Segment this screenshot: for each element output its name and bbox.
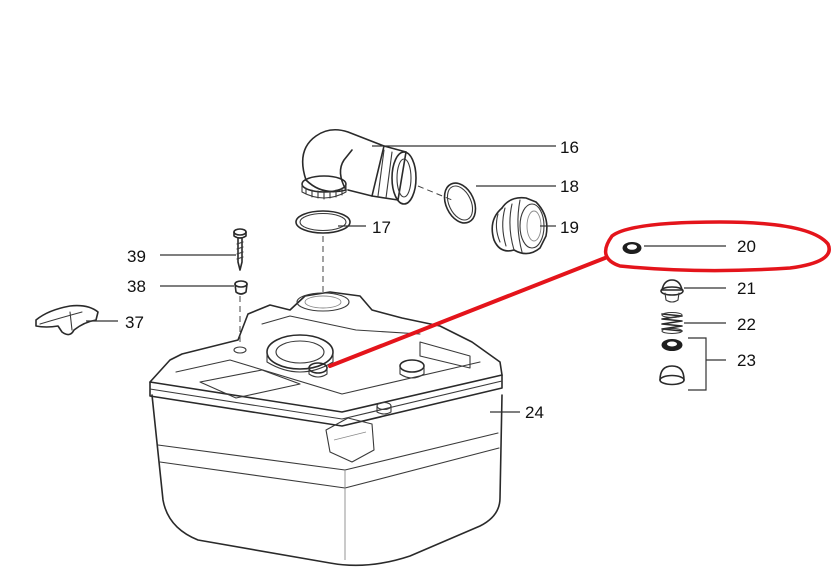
- label-21: 21: [737, 279, 756, 298]
- label-37: 37: [125, 313, 144, 332]
- gasket-part-20: [622, 242, 642, 254]
- label-16: 16: [560, 138, 579, 157]
- tank-body-part-24: [149, 291, 503, 567]
- leader-lines: [86, 145, 726, 413]
- o-ring-part-18: [443, 182, 477, 224]
- label-17: 17: [372, 218, 391, 237]
- screw-cap-part-19: [491, 196, 548, 255]
- highlight-ellipse: [603, 220, 831, 273]
- assembly-line-18: [417, 185, 453, 201]
- part-number-labels: 16 18 17 19 20 21 22 23 24 39 38 37: [125, 138, 756, 422]
- label-24: 24: [525, 403, 544, 422]
- label-18: 18: [560, 177, 579, 196]
- o-ring-part-17: [295, 210, 351, 234]
- handle-cover-part-37: [35, 304, 99, 336]
- seal-set-part-23: [659, 339, 685, 386]
- label-39: 39: [127, 247, 146, 266]
- highlight-annotation: [328, 220, 831, 368]
- screw-part-39: [233, 228, 247, 271]
- label-22: 22: [737, 315, 756, 334]
- label-23: 23: [737, 351, 756, 370]
- valve-cap-part-21: [660, 279, 684, 303]
- label-19: 19: [560, 218, 579, 237]
- label-20: 20: [737, 237, 756, 256]
- leader-23: [688, 337, 726, 391]
- label-38: 38: [127, 277, 146, 296]
- elbow-pipe-part-16: [301, 128, 417, 205]
- highlight-pointer-line: [328, 256, 607, 368]
- spring-part-22: [661, 311, 683, 335]
- plug-part-38: [234, 280, 248, 295]
